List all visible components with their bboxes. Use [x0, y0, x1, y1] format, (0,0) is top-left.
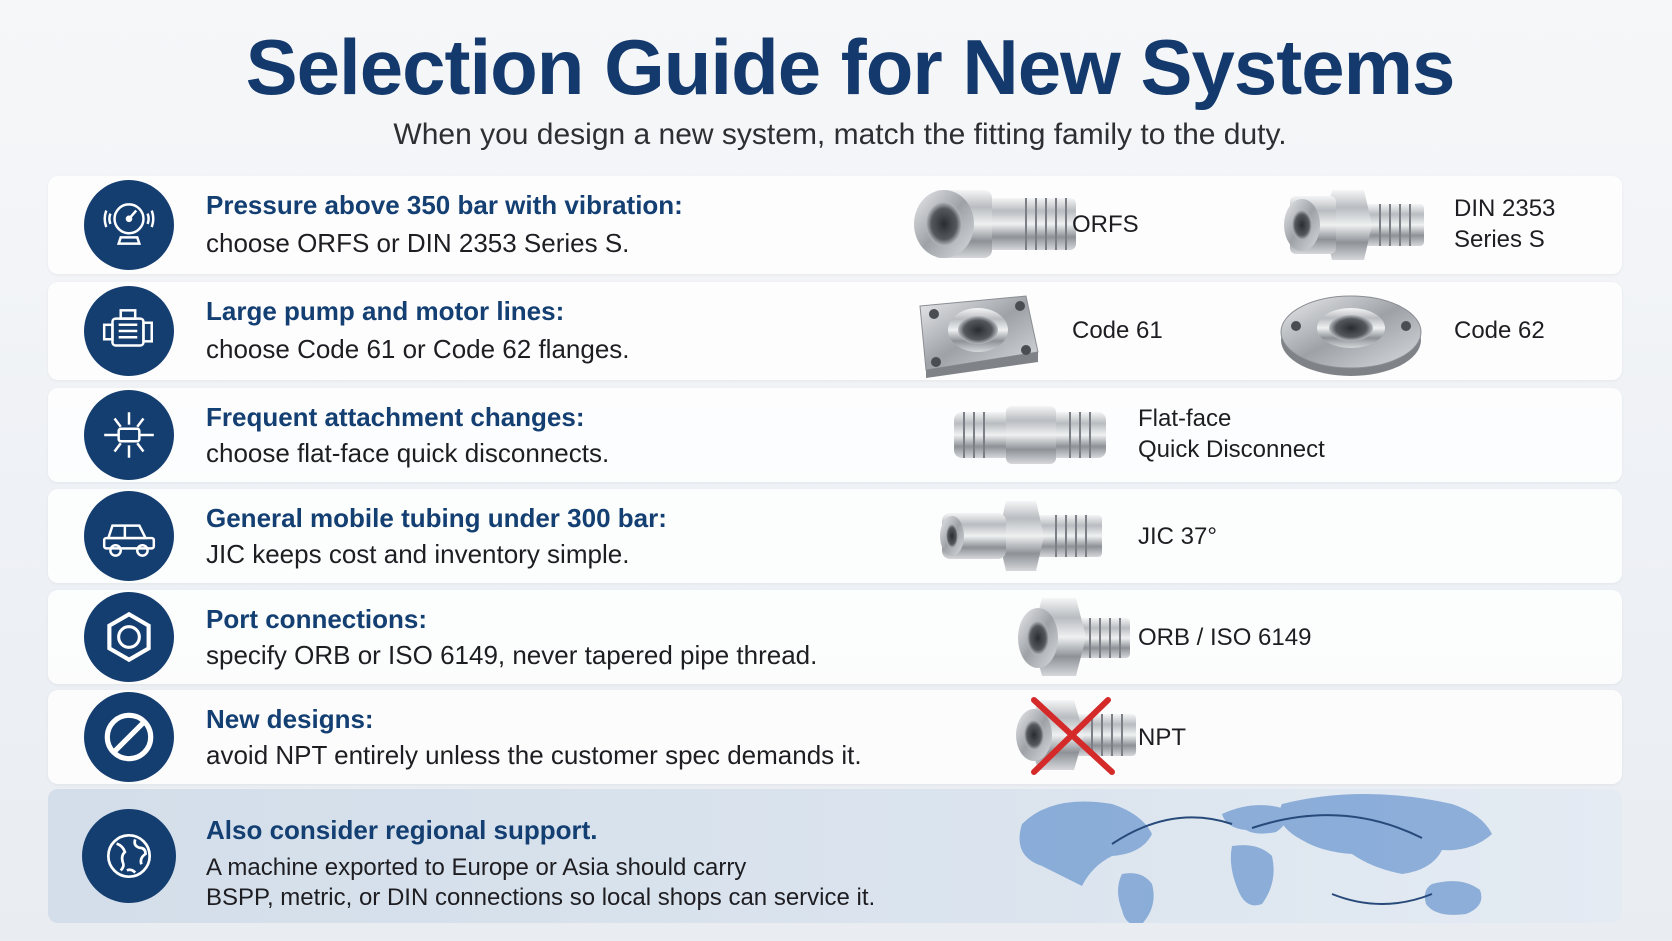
page-subtitle: When you design a new system, match the … — [393, 118, 1287, 151]
fitting-label-line: DIN 2353 — [1454, 195, 1556, 222]
fitting-label-line: Series S — [1454, 226, 1545, 253]
fitting-label: Flat-face Quick Disconnect — [1138, 403, 1325, 465]
guide-row-pump: Large pump and motor lines: choose Code … — [48, 282, 1622, 380]
row-heading: Pressure above 350 bar with vibration: — [206, 190, 683, 220]
world-map-image — [1019, 794, 1492, 923]
orb-iso-6149-fitting-image — [1018, 598, 1130, 676]
fitting-label: Code 62 — [1454, 317, 1545, 344]
row-body: choose flat-face quick disconnects. — [206, 438, 610, 468]
guide-row-new-designs: New designs: avoid NPT entirely unless t… — [48, 690, 1622, 784]
globe-icon — [82, 809, 176, 903]
regional-heading: Also consider regional support. — [206, 815, 598, 845]
guide-row-port: Port connections: specify ORB or ISO 614… — [48, 590, 1622, 684]
prohibited-icon — [84, 692, 174, 782]
row-heading: Port connections: — [206, 604, 428, 634]
fitting-label: Code 61 — [1072, 317, 1163, 344]
fitting-label: DIN 2353 Series S — [1454, 193, 1555, 255]
row-heading: New designs: — [206, 704, 374, 734]
mobile-vehicle-icon — [84, 491, 174, 581]
fitting-label: JIC 37° — [1138, 523, 1217, 550]
row-body: choose ORFS or DIN 2353 Series S. — [206, 228, 630, 258]
fitting-label: NPT — [1138, 724, 1186, 751]
regional-body-line: BSPP, metric, or DIN connections so loca… — [206, 884, 876, 911]
npt-fitting-rejected-image — [1016, 697, 1136, 775]
reject-cross-icon — [1031, 697, 1115, 775]
regional-support-panel: Also consider regional support. A machin… — [48, 789, 1622, 923]
guide-row-mobile: General mobile tubing under 300 bar: JIC… — [48, 489, 1622, 583]
code-62-flange-image — [1280, 295, 1422, 376]
row-body: JIC keeps cost and inventory simple. — [206, 539, 630, 569]
row-body: choose Code 61 or Code 62 flanges. — [206, 334, 630, 364]
pressure-gauge-icon — [84, 180, 174, 270]
fitting-label: ORB / ISO 6149 — [1138, 624, 1312, 651]
din-2353-fitting-image — [1284, 190, 1424, 260]
fitting-label-line: Quick Disconnect — [1138, 436, 1325, 463]
orfs-fitting-image — [914, 190, 1076, 258]
guide-row-pressure: Pressure above 350 bar with vibration: c… — [48, 176, 1622, 274]
quick-disconnect-icon — [84, 390, 174, 480]
flat-face-quick-disconnect-image — [954, 406, 1106, 464]
row-heading: Large pump and motor lines: — [206, 296, 565, 326]
row-body: avoid NPT entirely unless the customer s… — [206, 740, 862, 770]
fitting-label: ORFS — [1072, 211, 1139, 238]
page-title: Selection Guide for New Systems — [245, 23, 1456, 111]
guide-row-attachment: Frequent attachment changes: choose flat… — [48, 388, 1622, 482]
row-body: specify ORB or ISO 6149, never tapered p… — [206, 640, 818, 670]
row-heading: General mobile tubing under 300 bar: — [206, 503, 667, 533]
regional-body: A machine exported to Europe or Asia sho… — [206, 853, 875, 913]
hex-nut-icon — [84, 592, 174, 682]
pump-motor-icon — [84, 286, 174, 376]
row-heading: Frequent attachment changes: — [206, 402, 585, 432]
code-61-flange-image — [919, 295, 1039, 378]
jic-37-fitting-image — [940, 501, 1102, 571]
regional-body-line: A machine exported to Europe or Asia sho… — [206, 854, 747, 881]
fitting-label-line: Flat-face — [1138, 405, 1232, 432]
